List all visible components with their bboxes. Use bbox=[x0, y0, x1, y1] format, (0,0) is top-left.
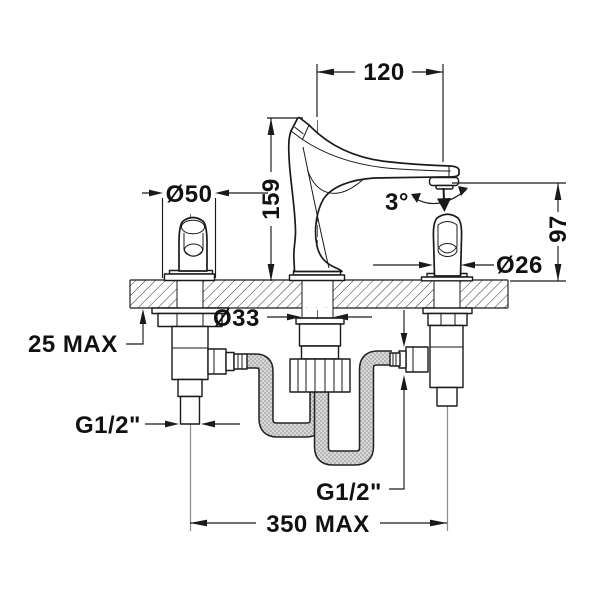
dimension-left-inlet-thread: G1/2" bbox=[75, 412, 240, 439]
dimension-spout-projection: 120 bbox=[316, 59, 444, 162]
dimension-spout-height: 159 bbox=[258, 117, 303, 281]
dim-outlet-height-label: 97 bbox=[545, 215, 572, 243]
right-valve-outlet-stub bbox=[436, 386, 458, 407]
dim-deck-thickness-label: 25 MAX bbox=[28, 331, 118, 358]
flow-direction-line bbox=[442, 187, 445, 201]
spout-base-plate bbox=[288, 274, 346, 282]
right-handle-knob bbox=[432, 213, 463, 277]
right-valve-assembly bbox=[389, 307, 473, 407]
dimension-right-handle-diameter: Ø26 bbox=[373, 252, 543, 279]
left-valve-assembly bbox=[151, 307, 248, 425]
dim-right-handle-diameter-label: Ø26 bbox=[496, 252, 543, 279]
dim-spout-angle-label: 3° bbox=[385, 189, 409, 216]
dimension-hose-connection-thread: G1/2" bbox=[316, 310, 408, 506]
left-valve-tailpiece bbox=[177, 378, 203, 398]
dim-body-diameter-label: Ø33 bbox=[213, 305, 260, 332]
dim-spout-height-label: 159 bbox=[258, 178, 285, 220]
right-hose-nut bbox=[405, 346, 429, 373]
right-handle-escutcheon bbox=[420, 276, 474, 282]
dim-hose-connection-thread-label: G1/2" bbox=[316, 479, 382, 506]
dimension-spout-angle: 3° bbox=[385, 186, 468, 216]
left-inlet-tube bbox=[179, 395, 201, 425]
spout-outline bbox=[287, 116, 460, 273]
dim-installation-width-label: 350 MAX bbox=[266, 511, 370, 538]
left-hose-sleeve bbox=[233, 353, 248, 370]
dimension-body-diameter: Ø33 bbox=[213, 305, 372, 332]
right-handle bbox=[420, 213, 474, 282]
center-body-flange bbox=[295, 317, 345, 325]
right-valve-washer bbox=[422, 307, 473, 315]
flexible-hoses bbox=[246, 350, 392, 466]
right-hose-sleeve bbox=[389, 352, 401, 367]
dimension-installation-width: 350 MAX bbox=[190, 511, 447, 538]
flow-direction-arrow bbox=[437, 198, 451, 212]
dim-left-handle-diameter-label: Ø50 bbox=[166, 181, 213, 208]
left-handle bbox=[163, 216, 216, 282]
center-body-knurled-nut bbox=[289, 358, 351, 393]
right-valve-mounting-nut bbox=[427, 312, 468, 327]
center-body-upper bbox=[298, 323, 342, 347]
dimension-outlet-height: 97 bbox=[452, 182, 572, 282]
center-body-assembly bbox=[289, 317, 351, 393]
dim-left-inlet-thread-label: G1/2" bbox=[75, 412, 141, 439]
left-hose-nut bbox=[207, 348, 227, 375]
faucet-spout bbox=[287, 116, 460, 282]
dim-spout-projection-label: 120 bbox=[363, 59, 405, 86]
left-handle-escutcheon bbox=[163, 273, 216, 282]
spout-aerator bbox=[428, 176, 460, 187]
dimension-left-handle-diameter: Ø50 bbox=[142, 181, 268, 278]
left-valve-body bbox=[171, 325, 209, 381]
dimension-deck-thickness: 25 MAX bbox=[28, 309, 147, 358]
right-valve-body bbox=[429, 324, 464, 389]
